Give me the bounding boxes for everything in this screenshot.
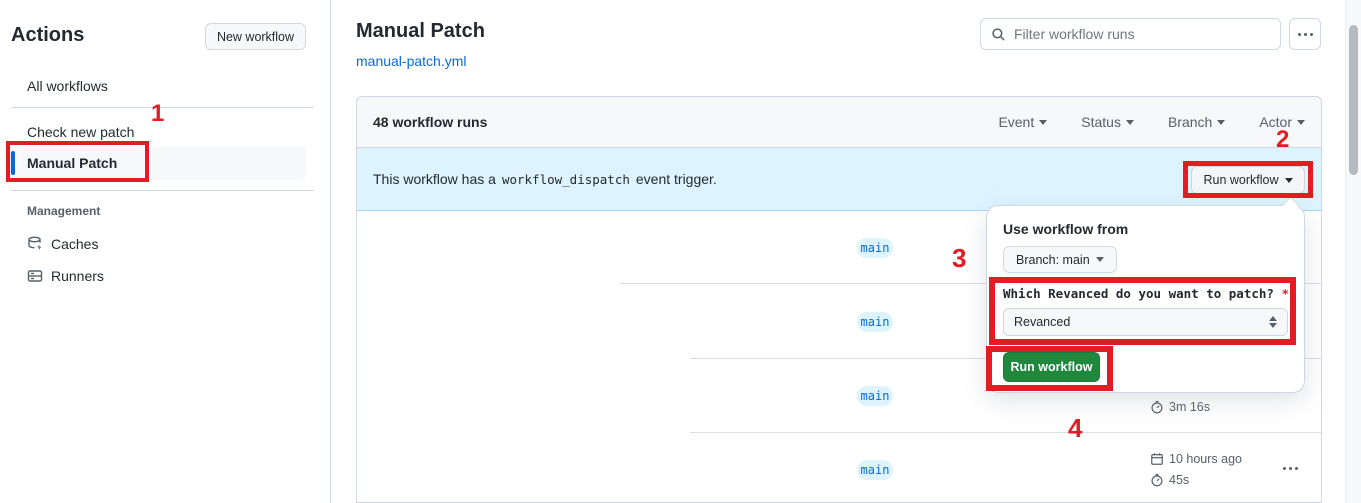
branch-badge[interactable]: main: [857, 460, 893, 480]
run-duration: 3m 16s: [1150, 400, 1210, 414]
filter-status-dropdown[interactable]: Status: [1081, 114, 1134, 130]
sidebar-item-label: Manual Patch: [27, 155, 118, 171]
sidebar-item-label: Check new patch: [27, 124, 135, 140]
row-separator: [690, 432, 1322, 433]
kebab-icon: [1297, 32, 1313, 36]
sidebar-item-label: Caches: [51, 236, 99, 252]
use-workflow-from-heading: Use workflow from: [1003, 221, 1129, 237]
run-workflow-submit-button[interactable]: Run workflow: [1003, 352, 1100, 382]
sidebar-divider: [11, 190, 314, 191]
workflow-runs-count: 48 workflow runs: [373, 114, 488, 130]
run-duration: 45s: [1150, 473, 1189, 487]
stopwatch-icon: [1151, 400, 1163, 414]
branch-select-button[interactable]: Branch: main: [1003, 246, 1117, 273]
select-chevrons-icon: [1269, 316, 1277, 328]
filter-event-dropdown[interactable]: Event: [998, 114, 1048, 130]
run-start-time: 10 hours ago: [1150, 452, 1242, 466]
filter-branch-dropdown[interactable]: Branch: [1168, 114, 1226, 130]
filter-workflow-runs-input[interactable]: [1014, 26, 1270, 42]
stopwatch-icon: [1151, 473, 1163, 487]
run-row-kebab-button[interactable]: [1278, 458, 1302, 478]
kebab-icon: [1282, 466, 1298, 470]
sidebar-item-runners[interactable]: Runners: [27, 265, 104, 287]
row-separator: [620, 283, 1322, 284]
page-scrollbar-thumb[interactable]: [1349, 25, 1358, 175]
actions-sidebar: Actions New workflow All workflows Check…: [0, 0, 331, 503]
sidebar-item-check-new-patch[interactable]: Check new patch: [11, 116, 306, 148]
workflow-file-link[interactable]: manual-patch.yml: [356, 53, 467, 69]
runs-filter-bar: Event Status Branch Actor: [998, 114, 1305, 130]
management-heading: Management: [27, 204, 101, 218]
filter-actor-dropdown[interactable]: Actor: [1259, 114, 1305, 130]
chevron-down-icon: [1095, 257, 1104, 262]
branch-badge[interactable]: main: [857, 312, 893, 332]
sidebar-item-manual-patch[interactable]: Manual Patch: [11, 146, 306, 180]
sidebar-item-label: Runners: [51, 268, 104, 284]
chevron-down-icon: [1284, 177, 1293, 183]
workflow-dispatch-banner: This workflow has a workflow_dispatch ev…: [357, 148, 1321, 211]
run-workflow-dropdown-button[interactable]: Run workflow: [1191, 166, 1305, 194]
sidebar-item-all-workflows[interactable]: All workflows: [11, 70, 306, 102]
new-workflow-button[interactable]: New workflow: [205, 23, 306, 50]
chevron-down-icon: [1039, 119, 1048, 125]
banner-text: This workflow has a workflow_dispatch ev…: [373, 171, 717, 187]
runners-icon: [27, 268, 43, 284]
sidebar-item-caches[interactable]: Caches: [27, 233, 98, 255]
branch-badge[interactable]: main: [857, 238, 893, 258]
chevron-down-icon: [1125, 119, 1134, 125]
workflow-runs-header: 48 workflow runs Event Status Branch Act…: [356, 96, 1322, 148]
sidebar-title: Actions: [11, 24, 85, 46]
chevron-down-icon: [1297, 119, 1305, 125]
sidebar-item-label: All workflows: [27, 78, 108, 94]
sidebar-divider: [11, 107, 314, 108]
filter-workflow-runs-box: [980, 18, 1281, 50]
branch-badge[interactable]: main: [857, 386, 893, 406]
calendar-icon: [1151, 453, 1163, 465]
workflow-dispatch-code: workflow_dispatch: [501, 171, 630, 187]
workflow-options-kebab-button[interactable]: [1289, 18, 1321, 50]
workflow-input-label: Which Revanced do you want to patch? *: [1003, 286, 1289, 301]
chevron-down-icon: [1217, 119, 1226, 125]
selected-item-accent-bar: [11, 151, 15, 175]
revanced-select[interactable]: Revanced: [1003, 308, 1288, 336]
required-asterisk: *: [1281, 286, 1289, 301]
search-icon: [991, 27, 1006, 42]
page-title: Manual Patch: [356, 20, 485, 42]
cache-icon: [27, 236, 43, 252]
